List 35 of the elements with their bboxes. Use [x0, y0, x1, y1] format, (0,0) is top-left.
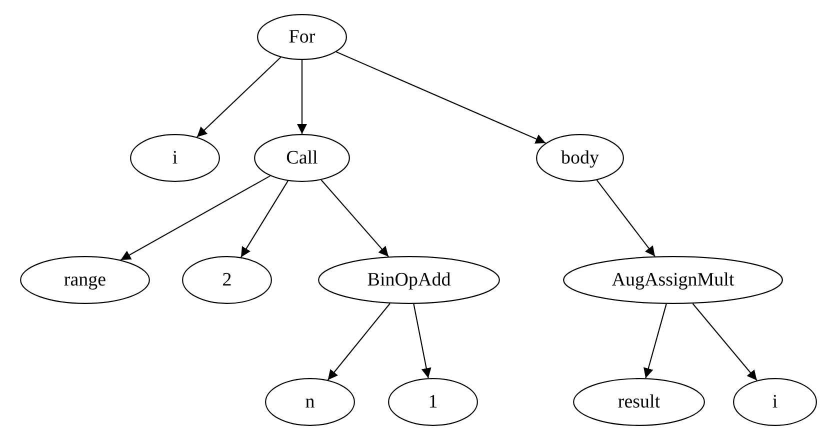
ellipse-node	[130, 134, 220, 182]
ellipse-node	[254, 134, 350, 182]
arrow	[240, 180, 288, 258]
arrow	[120, 175, 270, 260]
ellipse-node	[182, 256, 272, 304]
ellipse-node	[265, 378, 355, 426]
node-label: 1	[428, 392, 438, 412]
ellipse-node	[20, 256, 150, 304]
node-label: result	[618, 392, 660, 412]
ellipse-node	[733, 378, 817, 426]
node-label: 2	[222, 270, 232, 290]
arrow	[327, 303, 390, 380]
arrow	[644, 304, 667, 378]
arrow	[413, 304, 432, 378]
ellipse-node	[536, 134, 624, 182]
arrow	[692, 303, 758, 381]
ellipse-node	[257, 14, 347, 60]
arrow	[297, 60, 307, 134]
node-label: body	[561, 148, 599, 168]
arrow	[196, 56, 282, 138]
ellipse-node	[563, 256, 783, 304]
arrow	[596, 180, 656, 257]
arrow	[320, 180, 389, 257]
ellipse-node	[318, 256, 500, 304]
node-label: i	[172, 148, 178, 168]
node-label: n	[305, 392, 315, 412]
node-label: Call	[286, 148, 318, 168]
node-label: range	[64, 270, 106, 290]
ellipse-node	[388, 378, 478, 426]
node-label: AugAssignMult	[612, 270, 734, 290]
node-label: For	[288, 28, 316, 46]
ellipse-node	[573, 378, 705, 426]
arrow	[336, 51, 546, 144]
node-label: BinOpAdd	[367, 270, 451, 290]
node-label: i	[772, 392, 778, 412]
